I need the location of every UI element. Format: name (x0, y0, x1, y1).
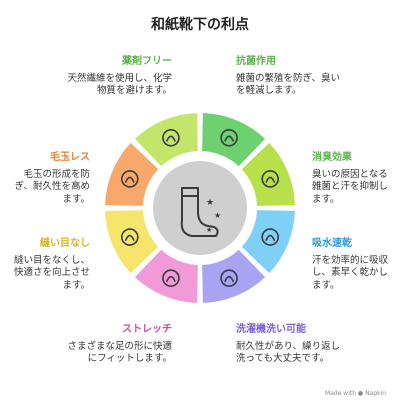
benefit-heading: 毛玉レス (50, 152, 90, 163)
benefit-heading: 吸水速乾 (312, 238, 352, 249)
benefit-seamless: 縫い目なし 縫い目をなくし、快適さを向上させます。 (8, 238, 90, 292)
sparkling-sock-icon: ★ ★ ★ (180, 187, 221, 237)
benefit-heading: 抗菌作用 (236, 56, 276, 67)
benefit-machine-washable: 洗濯機洗い可能 耐久性があり、繰り返し洗っても大丈夫です。 (236, 324, 346, 366)
benefit-heading: 縫い目なし (40, 238, 90, 249)
shield-bacteria-icon (220, 128, 238, 147)
benefit-stretch: ストレッチ さまざまな足の形に快適にフィットします。 (60, 324, 172, 366)
svg-text:★: ★ (206, 198, 214, 208)
footer-credit: Made with ● Napkin (325, 390, 386, 397)
benefit-heading: ストレッチ (122, 324, 172, 335)
benefit-text: 汗を効率的に吸収し、素早く乾かします。 (312, 254, 389, 291)
benefit-heading: 薬剤フリー (122, 56, 172, 67)
svg-text:★: ★ (214, 211, 221, 220)
washing-machine-icon (220, 269, 238, 288)
benefit-text: 雑菌の繁殖を防ぎ、臭いを軽減します。 (236, 72, 341, 97)
benefit-heading: 消臭効果 (312, 152, 352, 163)
benefit-quick-dry: 吸水速乾 汗を効率的に吸収し、素早く乾かします。 (312, 238, 392, 292)
svg-text:★: ★ (206, 226, 212, 234)
stretch-shoe-icon (162, 269, 180, 288)
benefit-heading: 洗濯機洗い可能 (236, 324, 306, 335)
benefit-text: 天然繊維を使用し、化学物質を避けます。 (67, 72, 172, 97)
benefit-text: 耐久性があり、繰り返し洗っても大丈夫です。 (236, 340, 341, 365)
page-title: 和紙靴下の利点 (151, 17, 249, 33)
odor-waves-icon (261, 170, 280, 188)
fiber-pill-icon (120, 170, 139, 188)
benefit-text: 毛玉の形成を防ぎ、耐久性を高めます。 (14, 168, 90, 205)
leaf-icon (162, 128, 180, 147)
water-drop-icon (261, 228, 280, 246)
benefit-pill-free: 毛玉レス 毛玉の形成を防ぎ、耐久性を高めます。 (8, 152, 90, 206)
benefit-text: さまざまな足の形に快適にフィットします。 (67, 340, 172, 365)
benefit-text: 臭いの原因となる雑菌と汗を抑制します。 (312, 168, 389, 205)
hub (153, 161, 247, 255)
benefit-deodorant: 消臭効果 臭いの原因となる雑菌と汗を抑制します。 (312, 152, 392, 206)
benefit-antibacterial: 抗菌作用 雑菌の繁殖を防ぎ、臭いを軽減します。 (236, 56, 346, 98)
benefit-chemical-free: 薬剤フリー 天然繊維を使用し、化学物質を避けます。 (60, 56, 172, 98)
seamless-stitch-icon (120, 228, 139, 246)
benefit-text: 縫い目をなくし、快適さを向上させます。 (13, 254, 90, 291)
